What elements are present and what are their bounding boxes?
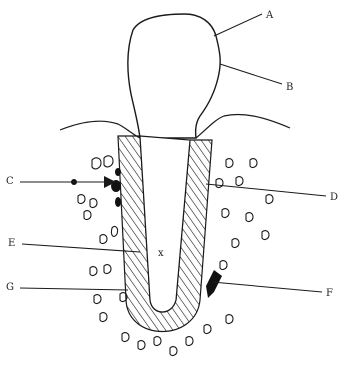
- gingiva-right: [196, 115, 290, 139]
- label-d: D: [330, 192, 338, 203]
- label-g: G: [6, 282, 14, 293]
- label-b: B: [286, 82, 293, 93]
- label-e: E: [8, 238, 15, 249]
- label-a: A: [265, 10, 274, 21]
- tooth-crown: [128, 14, 220, 138]
- center-mark: x: [158, 248, 164, 259]
- label-f: F: [326, 288, 333, 299]
- label-c: C: [6, 176, 14, 187]
